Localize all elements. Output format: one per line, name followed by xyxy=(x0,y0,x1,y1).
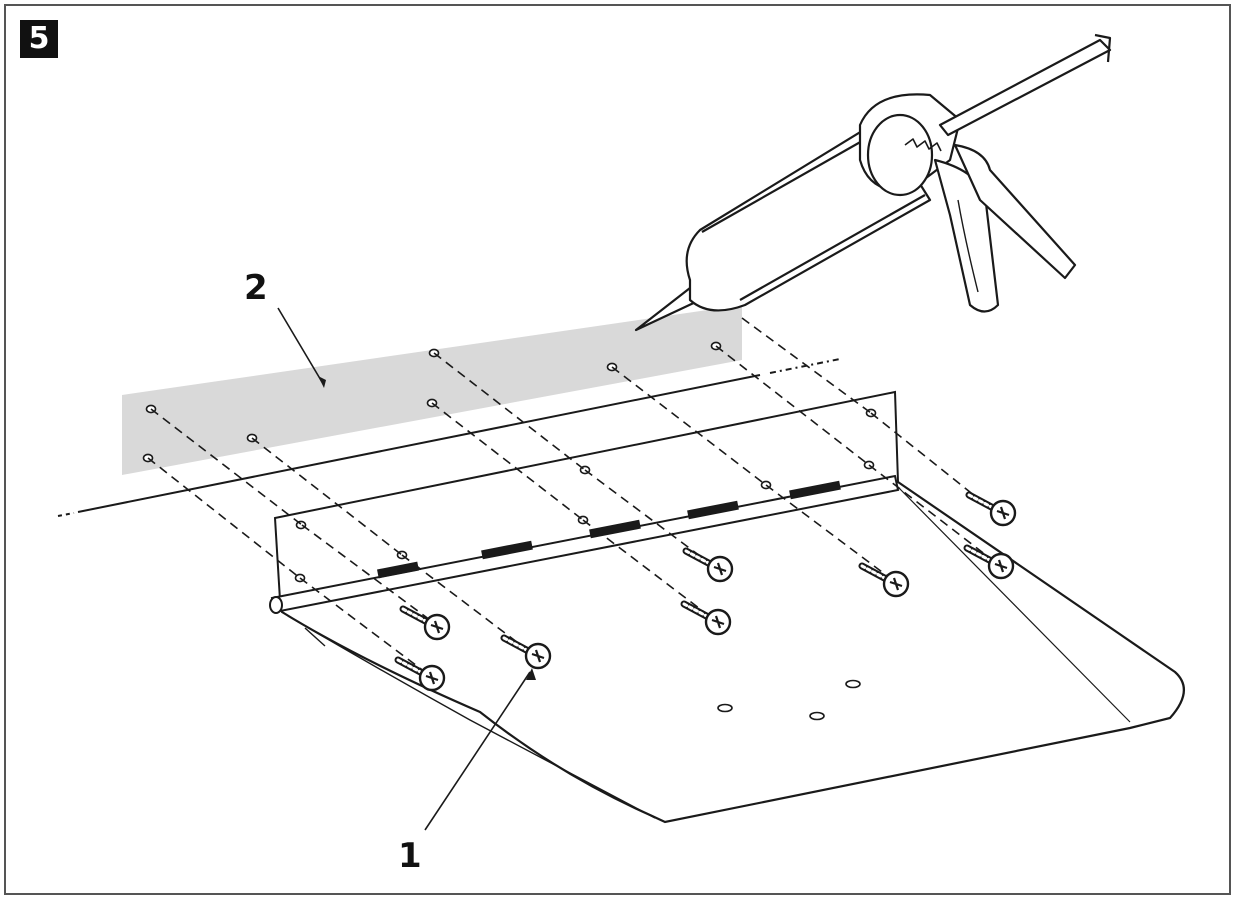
step-number-badge: 5 xyxy=(20,20,58,58)
screw xyxy=(969,495,1015,525)
hinge-barrel xyxy=(269,474,900,614)
callout-label-screw: 1 xyxy=(398,836,422,876)
sealant-strip xyxy=(122,305,742,475)
transom-line xyxy=(57,358,841,517)
caulking-gun xyxy=(634,33,1112,332)
callout-label-sealant: 2 xyxy=(244,268,268,308)
trim-tab-holes xyxy=(717,679,861,721)
alignment-lines xyxy=(147,317,996,673)
leader-lines xyxy=(277,307,531,831)
